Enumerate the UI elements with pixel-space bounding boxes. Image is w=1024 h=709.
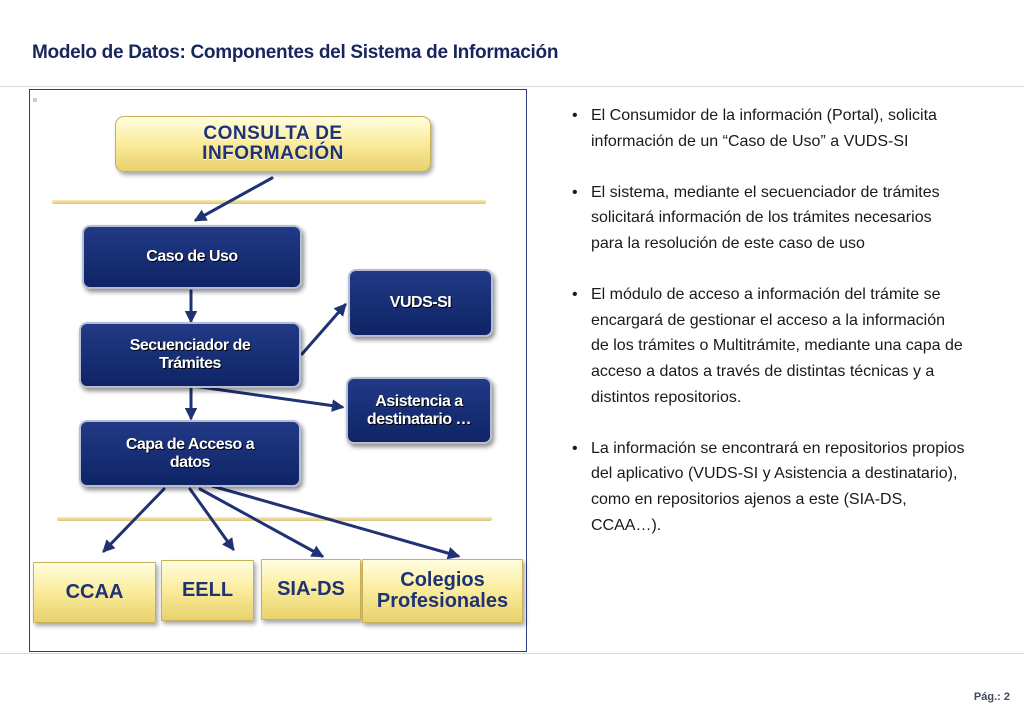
arrow-capa-to-siads <box>198 487 325 558</box>
vuds-si-box: VUDS-SI <box>348 269 493 337</box>
repo-ccaa-label: CCAA <box>65 581 124 603</box>
placeholder-dot <box>33 98 37 102</box>
repo-eell: EELL <box>161 560 254 621</box>
consulta-informacion-box: CONSULTA DE INFORMACIÓN <box>115 116 431 172</box>
arrow-secuenciador-to-vuds <box>300 303 347 356</box>
caso-de-uso-box: Caso de Uso <box>82 225 302 289</box>
capa-acceso-label: Capa de Acceso a datos <box>125 435 255 471</box>
bullet-item: La información se encontrará en reposito… <box>570 436 965 538</box>
consulta-informacion-label: CONSULTA DE INFORMACIÓN <box>202 123 344 164</box>
arrow-consulta-to-caso <box>193 176 274 222</box>
separator-top <box>52 200 486 204</box>
vuds-si-label: VUDS-SI <box>389 294 452 311</box>
header-rule <box>0 86 1024 87</box>
arrow-capa-to-eell <box>188 487 235 552</box>
repo-sia-ds: SIA-DS <box>261 559 361 620</box>
repo-ccaa: CCAA <box>33 562 156 623</box>
footer-rule <box>0 653 1024 654</box>
bullet-list: El Consumidor de la información (Portal)… <box>570 103 965 538</box>
capa-acceso-box: Capa de Acceso a datos <box>79 420 301 487</box>
separator-bottom <box>57 517 492 521</box>
page-number: Pág.: 2 <box>973 691 1010 703</box>
repo-eell-label: EELL <box>181 579 234 601</box>
repo-sia-ds-label: SIA-DS <box>277 578 345 600</box>
slide-title: Modelo de Datos: Componentes del Sistema… <box>32 42 559 63</box>
bullet-item: El sistema, mediante el secuenciador de … <box>570 180 965 257</box>
repo-colegios: Colegios Profesionales <box>362 559 523 623</box>
asistencia-label: Asistencia a destinatario … <box>366 392 472 428</box>
bullet-item: El módulo de acceso a información del tr… <box>570 282 965 410</box>
arrow-secuenciador-to-asistencia <box>191 384 345 412</box>
arrow-capa-to-ccaa <box>102 487 166 553</box>
secuenciador-box: Secuenciador de Trámites <box>79 322 301 388</box>
repo-colegios-label: Colegios Profesionales <box>376 569 509 612</box>
bullet-item: El Consumidor de la información (Portal)… <box>570 103 965 154</box>
asistencia-box: Asistencia a destinatario … <box>346 377 492 444</box>
caso-de-uso-label: Caso de Uso <box>146 248 238 265</box>
arrow-capa-to-colegios <box>210 484 461 560</box>
secuenciador-label: Secuenciador de Trámites <box>129 337 251 372</box>
